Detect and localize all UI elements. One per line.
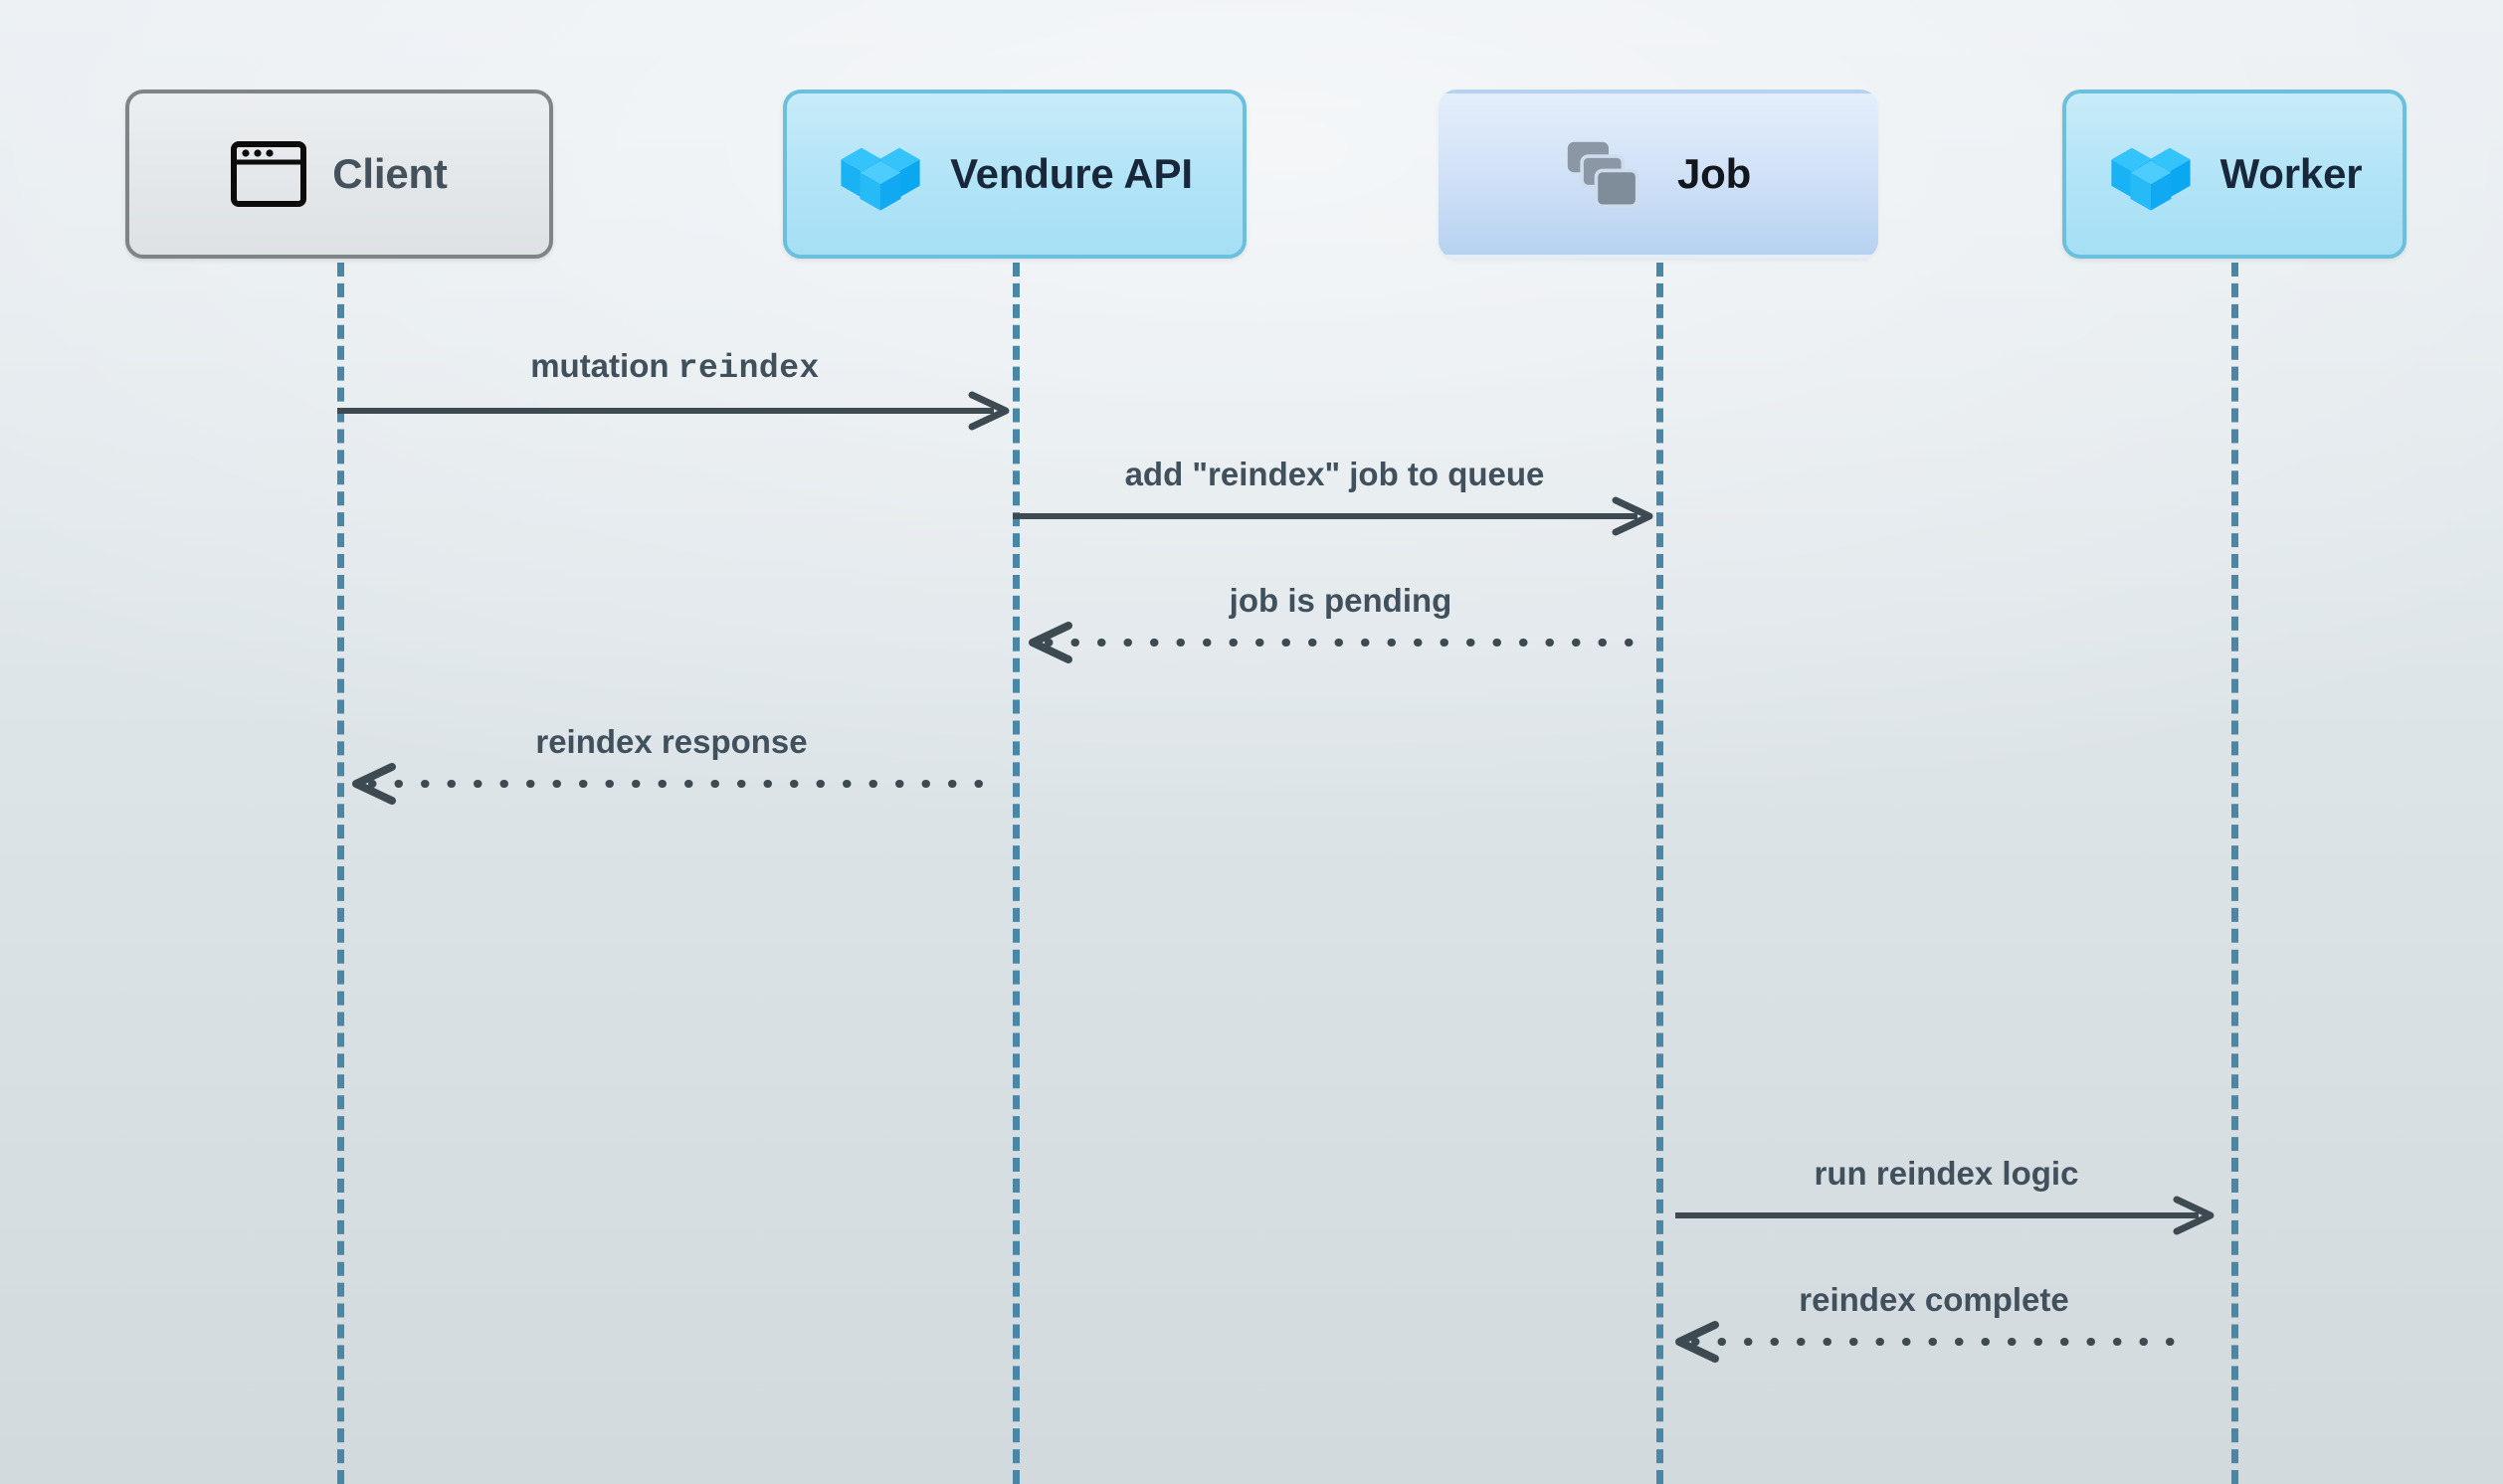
vendure-cubes-icon <box>837 137 924 211</box>
lifeline-vendure-api <box>1013 263 1020 1484</box>
participant-job[interactable]: Job <box>1439 90 1878 259</box>
participant-worker[interactable]: Worker <box>2062 90 2407 259</box>
participant-client[interactable]: Client <box>125 90 553 259</box>
message-label: add "reindex" job to queue <box>1124 455 1545 492</box>
participant-label-worker: Worker <box>2219 150 2363 197</box>
message-add-reindex-job-to-queue[interactable]: add "reindex" job to queue <box>1013 456 1656 536</box>
message-arrow-solid-right <box>1675 1196 2214 1235</box>
vendure-cubes-icon <box>2107 137 2195 211</box>
lifeline-worker <box>2231 263 2238 1484</box>
message-label: run reindex logic <box>1814 1154 2079 1192</box>
message-arrow-dotted-left <box>1029 622 1658 663</box>
participant-label-client: Client <box>332 150 448 197</box>
message-label: mutation reindex <box>337 346 1013 387</box>
message-arrow-solid-right <box>337 391 1010 431</box>
message-label-sans: mutation <box>530 346 678 384</box>
participant-label-job: Job <box>1676 150 1752 197</box>
message-reindex-complete[interactable]: reindex complete <box>1671 1281 2199 1363</box>
message-label-mono: reindex <box>677 349 820 387</box>
browser-window-icon <box>231 141 307 207</box>
message-run-reindex-logic[interactable]: run reindex logic <box>1675 1155 2217 1235</box>
message-job-is-pending[interactable]: job is pending <box>1025 582 1658 663</box>
message-mutation-reindex[interactable]: mutation reindex <box>337 347 1013 431</box>
message-reindex-response[interactable]: reindex response <box>348 723 997 805</box>
lifeline-job <box>1656 263 1663 1484</box>
participant-vendure-api[interactable]: Vendure API <box>783 90 1247 259</box>
participant-label-vendure-api: Vendure API <box>950 150 1193 197</box>
message-label: reindex complete <box>1799 1280 2069 1318</box>
message-label: reindex response <box>535 722 808 760</box>
message-arrow-dotted-left <box>352 763 997 805</box>
message-label: job is pending <box>1229 581 1452 619</box>
message-arrow-dotted-left <box>1675 1321 2199 1363</box>
stacked-cards-icon <box>1566 138 1651 210</box>
lifeline-client <box>337 263 344 1484</box>
message-arrow-solid-right <box>1013 496 1653 536</box>
